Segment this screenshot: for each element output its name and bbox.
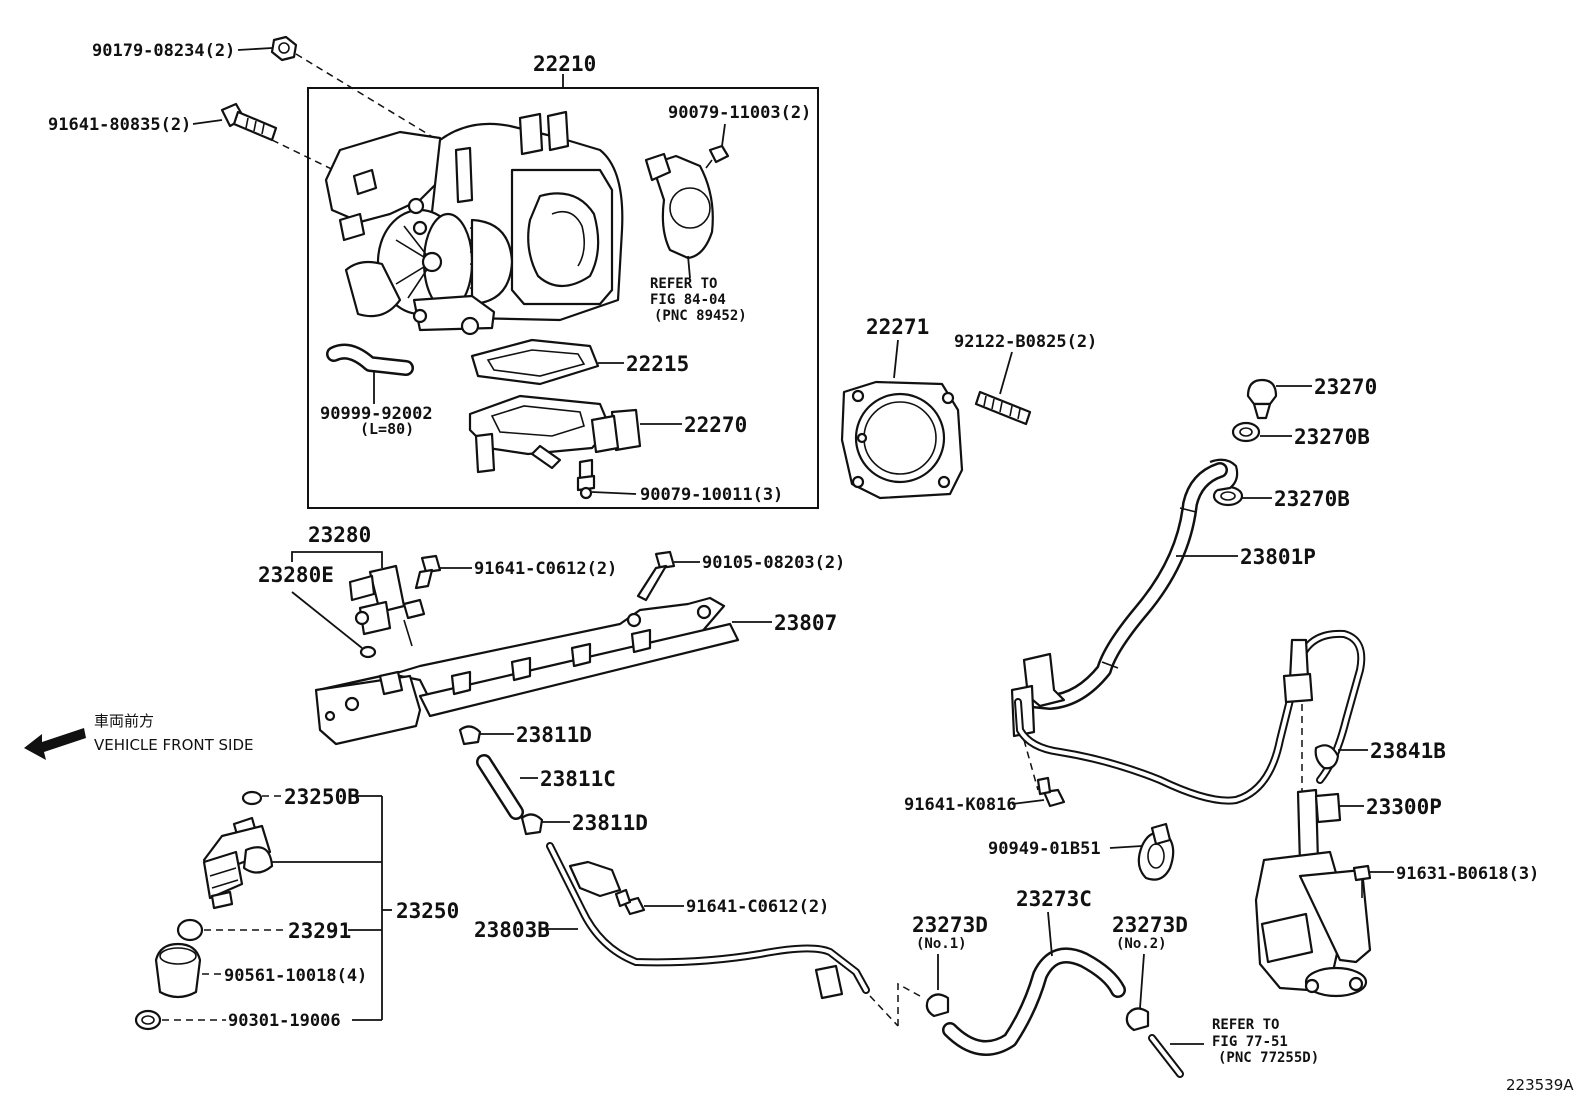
label-90179-08234[interactable]: 90179-08234(2)	[92, 41, 235, 61]
label-90999-92002[interactable]: 90999-92002	[320, 404, 433, 424]
bolt-icon	[220, 102, 278, 142]
label-22215[interactable]: 22215	[626, 352, 689, 376]
gasket-icon	[470, 338, 600, 386]
union-bolt-icon	[1246, 378, 1278, 420]
label-91631-B0618[interactable]: 91631-B0618(3)	[1396, 864, 1539, 884]
label-23841B[interactable]: 23841B	[1370, 739, 1446, 763]
clamp-icon	[520, 813, 544, 836]
label-23270B-lower[interactable]: 23270B	[1274, 487, 1350, 511]
bolt-icon	[1036, 776, 1066, 808]
hose-clamp-icon	[925, 993, 950, 1018]
label-22210[interactable]: 22210	[533, 52, 596, 76]
diagram-id: 223539A	[1506, 1076, 1574, 1094]
throttle-body-gasket-icon	[840, 380, 964, 500]
label-23270[interactable]: 23270	[1314, 375, 1377, 399]
label-22270[interactable]: 22270	[684, 413, 747, 437]
label-23273D-no1-sub[interactable]: (No.1)	[916, 936, 967, 952]
label-23811D-upper[interactable]: 23811D	[516, 723, 592, 747]
pressure-regulator-icon	[348, 564, 426, 647]
throttle-sensor-icon	[644, 152, 714, 279]
fuel-pump-icon	[1254, 788, 1372, 998]
o-ring-icon	[134, 1009, 162, 1031]
refer-to-fig-77-line2[interactable]: FIG 77-51	[1212, 1034, 1288, 1050]
hose-clamp-icon	[1137, 822, 1175, 881]
label-23811D-lower[interactable]: 23811D	[572, 811, 648, 835]
label-23273C[interactable]: 23273C	[1016, 887, 1092, 911]
fuel-pipe-bracket-icon	[568, 860, 844, 1000]
label-92122-B0825[interactable]: 92122-B0825(2)	[954, 332, 1097, 352]
fuel-pipe-icon	[546, 842, 870, 994]
refer-to-fig-84-line3[interactable]: (PNC 89452)	[654, 308, 747, 324]
label-91641-80835[interactable]: 91641-80835(2)	[48, 115, 191, 135]
fuel-injector-icon	[202, 816, 274, 910]
nut-icon	[270, 35, 298, 62]
label-23273D-no2-sub[interactable]: (No.2)	[1116, 936, 1167, 952]
bolt-icon	[636, 550, 676, 602]
vacuum-hose-icon	[326, 343, 414, 376]
label-23270B-upper[interactable]: 23270B	[1294, 425, 1370, 449]
vehicle-front-arrow-icon	[24, 728, 86, 760]
label-91641-K0816[interactable]: 91641-K0816	[904, 795, 1017, 815]
label-91641-C0612-lower[interactable]: 91641-C0612(2)	[686, 897, 829, 917]
return-hose-icon	[942, 947, 1126, 1056]
label-23273D-no1[interactable]: 23273D	[912, 913, 988, 937]
bolt-icon	[414, 554, 442, 590]
label-90949-01B51[interactable]: 90949-01B51	[988, 839, 1101, 859]
o-ring-icon	[359, 645, 377, 659]
clip-icon	[1314, 744, 1340, 770]
fuel-delivery-pipe-icon	[314, 596, 740, 746]
insulator-icon	[176, 918, 204, 942]
stud-bolt-icon	[974, 390, 1032, 426]
label-23280E[interactable]: 23280E	[258, 563, 334, 587]
label-23801P[interactable]: 23801P	[1240, 545, 1316, 569]
vehicle-front-en: VEHICLE FRONT SIDE	[94, 736, 254, 754]
refer-to-fig-84-line2[interactable]: FIG 84-04	[650, 292, 726, 308]
label-90079-10011[interactable]: 90079-10011(3)	[640, 485, 783, 505]
fuel-line-icon	[1014, 629, 1366, 805]
idle-air-valve-icon	[468, 394, 642, 474]
label-23280[interactable]: 23280	[308, 523, 371, 547]
label-90301-19006[interactable]: 90301-19006	[228, 1011, 341, 1031]
fuel-hose-icon	[1022, 458, 1239, 710]
refer-to-fig-77-line3[interactable]: (PNC 77255D)	[1218, 1050, 1319, 1066]
screw-icon	[576, 458, 596, 500]
screw-icon	[705, 144, 730, 169]
hose-clamp-icon	[1125, 1007, 1150, 1032]
label-23300P[interactable]: 23300P	[1366, 795, 1442, 819]
label-90105-08203[interactable]: 90105-08203(2)	[702, 553, 845, 573]
bolt-icon	[614, 888, 646, 916]
label-23811C[interactable]: 23811C	[540, 767, 616, 791]
label-90079-11003[interactable]: 90079-11003(2)	[668, 103, 811, 123]
clamp-icon	[458, 725, 482, 746]
return-pipe-stub-icon	[1148, 1034, 1184, 1078]
gasket-ring-icon	[1231, 421, 1261, 443]
fuel-hose-short-icon	[476, 754, 524, 820]
screw-icon	[1352, 864, 1372, 898]
throttle-body-icon	[324, 110, 624, 336]
label-90561-10018[interactable]: 90561-10018(4)	[224, 966, 367, 986]
label-23807[interactable]: 23807	[774, 611, 837, 635]
label-23803B[interactable]: 23803B	[474, 918, 550, 942]
refer-to-fig-84-line1[interactable]: REFER TO	[650, 276, 717, 292]
label-90999-92002-length[interactable]: (L=80)	[360, 420, 414, 438]
label-22271[interactable]: 22271	[866, 315, 929, 339]
label-23291[interactable]: 23291	[288, 919, 351, 943]
o-ring-icon	[241, 790, 263, 806]
label-23250B[interactable]: 23250B	[284, 785, 360, 809]
vehicle-front-jp: 車両前方	[94, 712, 154, 730]
refer-to-fig-77-line1[interactable]: REFER TO	[1212, 1017, 1279, 1033]
label-91641-C0612-upper[interactable]: 91641-C0612(2)	[474, 559, 617, 579]
label-23273D-no2[interactable]: 23273D	[1112, 913, 1188, 937]
label-23250[interactable]: 23250	[396, 899, 459, 923]
grommet-icon	[154, 942, 202, 999]
fuel-line-connector-icon	[1282, 638, 1314, 704]
